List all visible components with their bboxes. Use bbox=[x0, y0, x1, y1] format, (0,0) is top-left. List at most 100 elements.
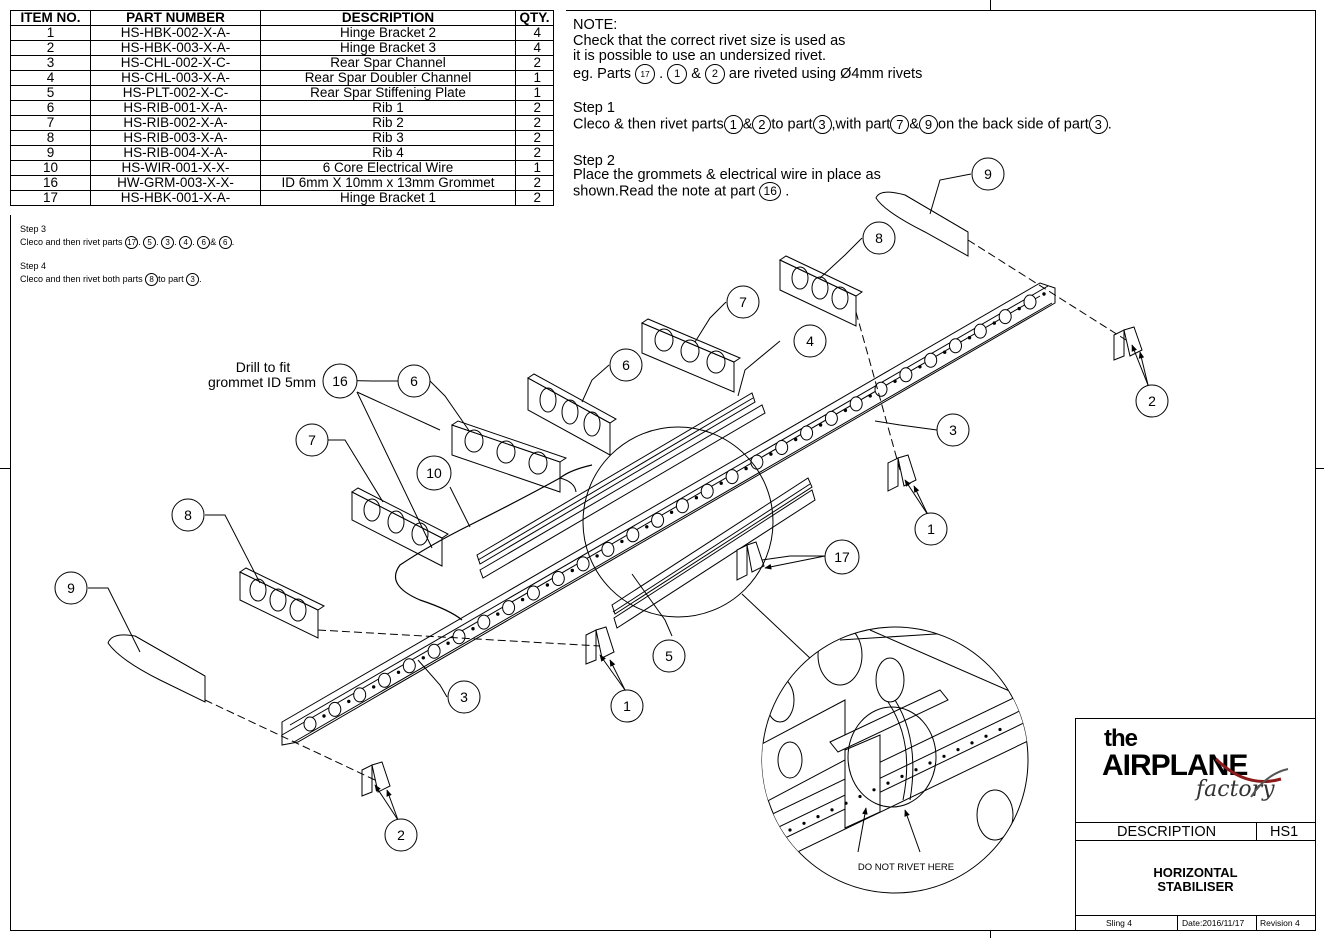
rib-7-right bbox=[640, 318, 742, 393]
balloon-label: 17 bbox=[834, 549, 850, 565]
balloon-2-left: 2 bbox=[384, 818, 418, 852]
step1-text-part: . bbox=[1107, 116, 1112, 133]
rivet-hole bbox=[886, 781, 890, 785]
frame-right bbox=[1315, 10, 1316, 931]
rivet-hole bbox=[788, 828, 792, 832]
spar-hole bbox=[874, 381, 888, 397]
step1-text-part: Cleco & then rivet parts bbox=[573, 116, 724, 133]
balloon-7-left: 7 bbox=[295, 423, 329, 457]
spar-hole bbox=[651, 512, 665, 528]
balloon-label: 6 bbox=[410, 373, 418, 389]
rivet-hole bbox=[970, 741, 974, 745]
balloon-label: 3 bbox=[949, 422, 957, 438]
rivet-hole bbox=[802, 821, 806, 825]
balloon-leaders bbox=[88, 173, 1149, 821]
note-sep: . bbox=[659, 65, 664, 82]
part-callout: 9 bbox=[919, 115, 939, 134]
bom-description: Hinge Bracket 1 bbox=[260, 190, 516, 206]
balloon-label: 1 bbox=[927, 521, 935, 537]
rivet-hole bbox=[545, 583, 550, 587]
rivet-hole bbox=[520, 597, 525, 602]
spar-hole bbox=[526, 585, 540, 601]
detail-leader bbox=[741, 593, 813, 661]
balloon-label: 8 bbox=[184, 507, 192, 523]
note-heading: NOTE: bbox=[573, 17, 618, 33]
logo-factory: factory bbox=[1196, 777, 1275, 802]
title-block-divider-1 bbox=[1076, 822, 1315, 823]
bom-qty: 2 bbox=[515, 190, 554, 206]
part-callout: 6 bbox=[218, 236, 232, 249]
step3-text: Cleco and then rivet parts 17. 5. 3. 4. … bbox=[20, 236, 234, 249]
bom-header-part: PART NUMBER bbox=[90, 10, 261, 26]
balloon-7-right: 7 bbox=[726, 285, 760, 319]
note-text: are riveted using Ø4mm rivets bbox=[728, 65, 923, 82]
rivet-hole bbox=[914, 768, 918, 772]
bom-part-number: HS-PLT-002-X-C- bbox=[90, 85, 261, 101]
rivet-hole bbox=[1042, 292, 1046, 296]
spar-hole bbox=[973, 323, 987, 339]
rivet-hole bbox=[694, 496, 699, 500]
balloon-10: 10 bbox=[416, 455, 452, 491]
frame-left bbox=[10, 215, 11, 931]
bom-part-number: HS-HBK-002-X-A- bbox=[90, 25, 261, 41]
rivet-hole bbox=[620, 539, 624, 544]
step3-sep: . bbox=[231, 236, 235, 247]
note-line-3: eg. Parts 17 . 1 & 2 are riveted using Ø… bbox=[573, 64, 922, 84]
spar-hole bbox=[303, 716, 317, 732]
balloon-label: 4 bbox=[806, 333, 814, 349]
spar-hole bbox=[477, 614, 491, 630]
balloon-label: 7 bbox=[739, 294, 747, 310]
balloon-label: 8 bbox=[875, 230, 883, 246]
rivet-hole bbox=[794, 437, 798, 442]
tip-rib-left bbox=[107, 634, 206, 703]
spar-hole bbox=[328, 701, 342, 717]
spar-hole bbox=[824, 410, 838, 426]
spar-hole bbox=[427, 643, 441, 659]
rivet-hole bbox=[956, 748, 960, 752]
step3-text-part: Cleco and then rivet parts bbox=[20, 236, 123, 247]
rivet-hole bbox=[570, 568, 574, 573]
balloon-label: 9 bbox=[67, 580, 75, 596]
description-label: DESCRIPTION bbox=[1117, 824, 1217, 840]
part-callout: 3 bbox=[1088, 115, 1108, 134]
rib-7-left bbox=[351, 487, 449, 567]
rib-6-left bbox=[450, 420, 568, 493]
bom-description: ID 6mm X 10mm x 13mm Grommet bbox=[260, 175, 516, 191]
step2-heading: Step 2 bbox=[573, 153, 615, 169]
step2-text: . bbox=[785, 183, 790, 200]
note-line-1: Check that the correct rivet size is use… bbox=[573, 33, 846, 49]
step1-text-part: on the back side of part bbox=[938, 116, 1089, 133]
part-callout: 2 bbox=[704, 64, 725, 84]
rivet-hole bbox=[421, 656, 425, 660]
part-callout: 4 bbox=[179, 236, 193, 249]
rivet-hole bbox=[928, 761, 932, 765]
step3-sep: & bbox=[210, 236, 217, 247]
rivet-hole bbox=[719, 481, 723, 485]
rivet-hole bbox=[830, 808, 834, 812]
rivet-hole bbox=[372, 685, 376, 689]
rivet-hole bbox=[446, 641, 450, 645]
rivet-hole bbox=[943, 350, 947, 354]
rivet-hole bbox=[992, 321, 996, 325]
rivet-hole bbox=[669, 510, 674, 514]
frame-tick-top bbox=[990, 0, 991, 10]
rivet-hole bbox=[900, 774, 904, 779]
part-callout: 17 bbox=[125, 236, 139, 249]
step3-sep: . bbox=[138, 236, 141, 247]
bom-part-number: HS-CHL-003-X-A- bbox=[90, 70, 261, 86]
rivet-hole bbox=[893, 379, 897, 383]
balloon-label: 3 bbox=[460, 689, 468, 705]
rivet-hole bbox=[843, 408, 848, 413]
balloon-9-right: 9 bbox=[971, 157, 1005, 191]
spar-hole bbox=[378, 672, 391, 688]
frame-top bbox=[566, 10, 1316, 11]
step2-line-2: shown.Read the note at part 16 . bbox=[573, 182, 789, 201]
bom-description: Rear Spar Channel bbox=[260, 55, 516, 71]
frame-tick-bottom bbox=[990, 931, 991, 938]
balloons: 9 8 7 4 6 16 6 7 10 3 2 1 17 8 9 5 1 3 2 bbox=[54, 157, 1169, 852]
